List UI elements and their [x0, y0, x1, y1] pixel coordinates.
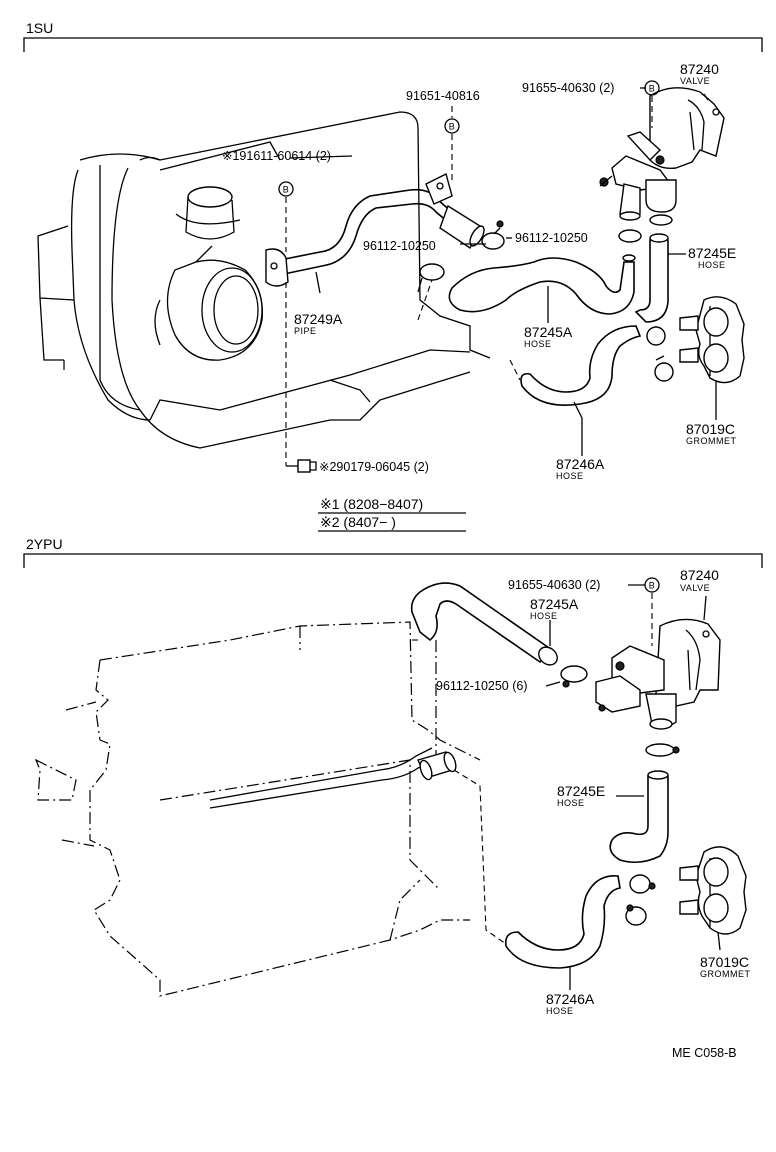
pipe-bottom: [209, 747, 457, 809]
label-hose-b-name-top: HOSE: [556, 471, 584, 481]
section-bracket-top: [23, 37, 763, 52]
engine-block-top: [37, 111, 491, 449]
section-title-1su: 1SU: [26, 20, 53, 36]
label-191611-60614: ※191611-60614 (2): [222, 149, 331, 163]
section-title-2ypu: 2YPU: [26, 536, 63, 552]
valve-87240-top: [599, 87, 725, 226]
label-valve-no-bottom: 87240: [680, 567, 719, 583]
label-hose-a-no-top: 87245A: [524, 324, 573, 340]
label-hose-a-name-bottom: HOSE: [530, 611, 558, 621]
label-hose-b-no-top: 87246A: [556, 456, 605, 472]
label-hose-a-name-top: HOSE: [524, 339, 552, 349]
label-valve-name-bottom: VALVE: [680, 583, 710, 593]
hose-87245e-top: [634, 233, 669, 323]
valve-87240-bottom: [595, 618, 721, 730]
clamp-96112-top-1: [481, 220, 505, 250]
hose-87246a-bottom: [504, 875, 621, 969]
label-96112-10250-bottom: 96112-10250 (6): [436, 679, 528, 693]
svg-text:B: B: [649, 581, 656, 591]
label-grommet-name-bottom: GROMMET: [700, 969, 751, 979]
label-pipe-no: 87249A: [294, 311, 343, 327]
bolt-marker-1-top: B: [444, 118, 460, 134]
bolt-marker-2-top: B: [644, 80, 660, 96]
clamp-bottom-2: [645, 743, 680, 757]
label-290179-06045: ※290179-06045 (2): [319, 460, 429, 474]
pipe-87249a-top: [265, 172, 485, 287]
bolt-marker-bottom: B: [644, 577, 660, 593]
clamp-bottom-3: [629, 874, 656, 894]
clamp-bottom-1: [560, 665, 588, 688]
section-bracket-bottom: [23, 553, 763, 568]
figure-code: ME C058-B: [672, 1046, 737, 1060]
hose-87245e-bottom: [609, 770, 669, 864]
svg-text:B: B: [649, 84, 656, 94]
label-note-1: ※1 (8208−8407): [320, 496, 423, 512]
clamp-top-grommet: [646, 326, 674, 382]
clamp-top-left: [417, 263, 445, 293]
bolt-marker-3-top: B: [278, 181, 294, 197]
svg-text:B: B: [449, 122, 456, 132]
label-grommet-name-top: GROMMET: [686, 436, 737, 446]
label-96112-10250-a: 96112-10250: [363, 239, 436, 253]
label-note-2: ※2 (8407− ): [320, 514, 396, 530]
grommet-87019c-bottom: [679, 846, 747, 935]
hose-87246a-top: [520, 325, 642, 406]
clamp-96112-top-2: [618, 229, 642, 243]
label-91651-40816: 91651-40816: [406, 89, 480, 103]
label-hose-e-no-bottom: 87245E: [557, 783, 605, 799]
engine-block-bottom: [34, 621, 481, 997]
nut-marker-top: [297, 459, 317, 473]
label-96112-10250-b: 96112-10250: [515, 231, 588, 245]
label-valve-name-top: VALVE: [680, 76, 710, 86]
hose-87245a-bottom: [410, 582, 558, 666]
label-hose-b-no-bottom: 87246A: [546, 991, 595, 1007]
label-hose-b-name-bottom: HOSE: [546, 1006, 574, 1016]
label-pipe-name: PIPE: [294, 326, 317, 336]
leader-lines-top: [285, 87, 717, 467]
leader-lines-bottom: [412, 584, 721, 990]
svg-text:B: B: [283, 185, 290, 195]
label-91655-40630-top: 91655-40630 (2): [522, 81, 614, 95]
hose-87245a-top: [448, 254, 636, 315]
grommet-87019c-top: [679, 296, 745, 384]
label-hose-e-no-top: 87245E: [688, 245, 736, 261]
label-hose-a-no-bottom: 87245A: [530, 596, 579, 612]
label-91655-40630-bottom: 91655-40630 (2): [508, 578, 600, 592]
clamp-bottom-4: [625, 904, 647, 926]
label-grommet-no-top: 87019C: [686, 421, 735, 437]
label-valve-no-top: 87240: [680, 61, 719, 77]
label-hose-e-name-top: HOSE: [698, 260, 726, 270]
label-hose-e-name-bottom: HOSE: [557, 798, 585, 808]
label-grommet-no-bottom: 87019C: [700, 954, 749, 970]
